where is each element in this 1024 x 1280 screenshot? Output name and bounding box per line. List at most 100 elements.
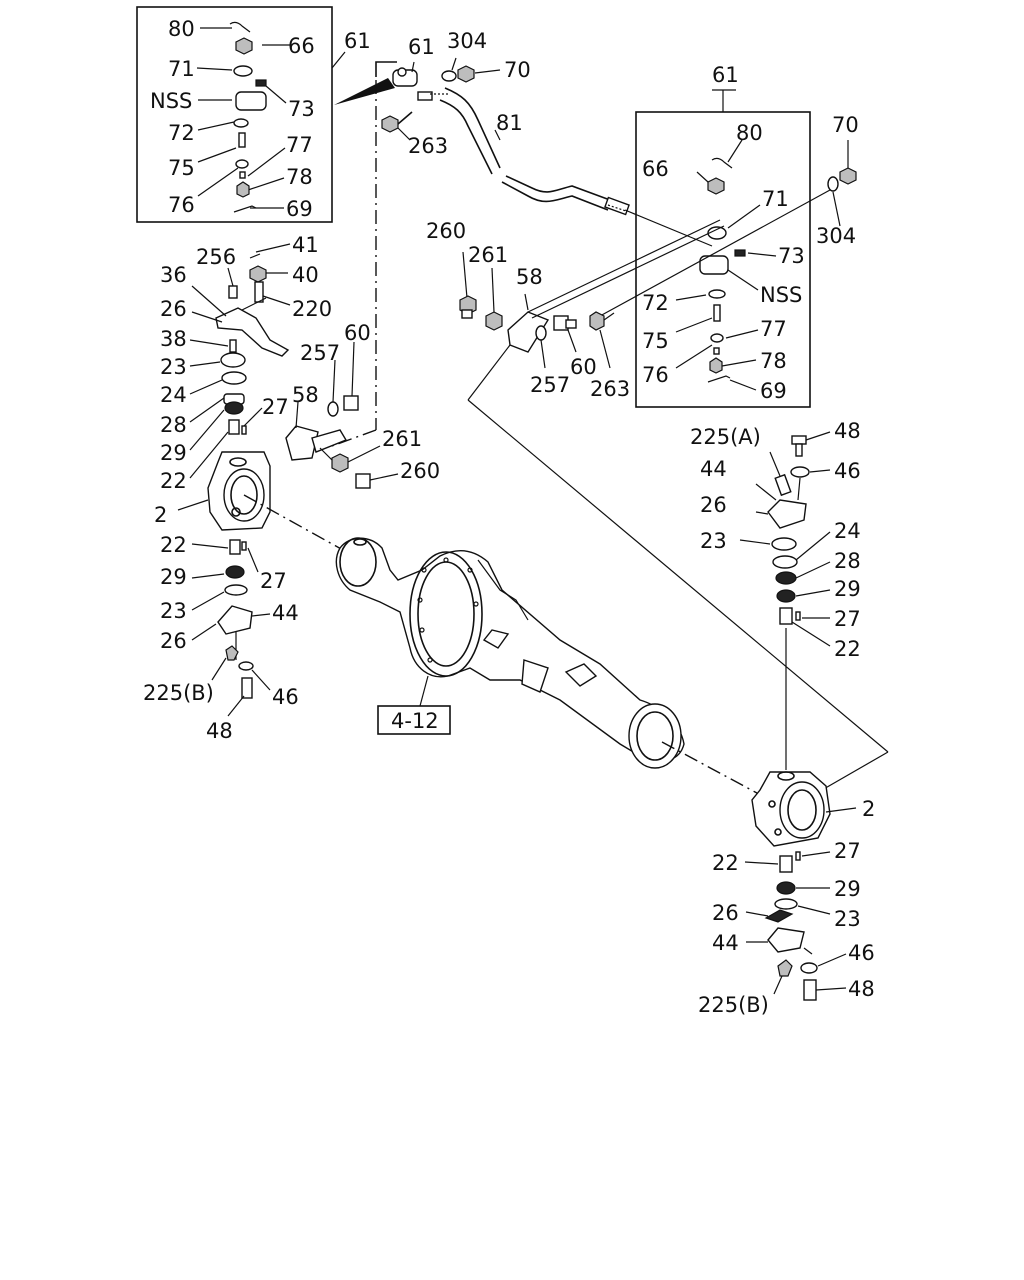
label-80: 80 xyxy=(168,17,195,41)
label-44-right-lower: 44 xyxy=(712,931,739,955)
grease-nipple-icon xyxy=(255,79,267,87)
label-22: 22 xyxy=(160,469,187,493)
label-61-right: 61 xyxy=(712,63,739,87)
tie-rod-end-icon xyxy=(235,91,267,111)
steering-knuckle-left xyxy=(177,451,271,531)
label-nss-right: NSS xyxy=(760,283,802,307)
label-73: 73 xyxy=(288,97,315,121)
tie-rod-assembly xyxy=(392,67,713,247)
label-46-right-lower: 46 xyxy=(848,941,875,965)
reference-box-label: 4-12 xyxy=(391,709,439,733)
label-71: 71 xyxy=(168,57,195,81)
left-kingpin-lower-stack xyxy=(191,539,271,717)
label-263: 263 xyxy=(408,134,448,158)
label-23-lower: 23 xyxy=(160,599,187,623)
castle-nut-icon xyxy=(235,37,253,55)
label-77: 77 xyxy=(286,133,313,157)
label-23: 23 xyxy=(160,355,187,379)
label-24-right: 24 xyxy=(834,519,861,543)
reference-box xyxy=(377,705,451,735)
seal-icon xyxy=(233,65,253,77)
label-22-lower: 22 xyxy=(160,533,187,557)
label-70: 70 xyxy=(504,58,531,82)
label-29-lower: 29 xyxy=(160,565,187,589)
label-27-right-lower: 27 xyxy=(834,839,861,863)
label-48-right: 48 xyxy=(834,419,861,443)
label-81: 81 xyxy=(496,111,523,135)
label-22-right: 22 xyxy=(834,637,861,661)
label-260-top: 260 xyxy=(426,219,466,243)
label-66-right: 66 xyxy=(642,157,669,181)
label-26-lower: 26 xyxy=(160,629,187,653)
label-23-right: 23 xyxy=(700,529,727,553)
label-304: 304 xyxy=(447,29,487,53)
label-225b: 225(B) xyxy=(143,681,214,705)
label-80-right: 80 xyxy=(736,121,763,145)
tie-rod-end-detail-box-left xyxy=(136,6,346,223)
label-44-lower: 44 xyxy=(272,601,299,625)
detail-pointer-left xyxy=(334,78,395,105)
label-70-right: 70 xyxy=(832,113,859,137)
label-29: 29 xyxy=(160,441,187,465)
nut-70-icon xyxy=(457,65,475,83)
label-41: 41 xyxy=(292,233,319,257)
label-27-right: 27 xyxy=(834,607,861,631)
label-78: 78 xyxy=(286,165,313,189)
label-257: 257 xyxy=(300,341,340,365)
ball-stud-icon xyxy=(238,132,246,148)
label-27-lower: 27 xyxy=(260,569,287,593)
label-261: 261 xyxy=(382,427,422,451)
label-38: 38 xyxy=(160,327,187,351)
label-256: 256 xyxy=(196,245,236,269)
label-2: 2 xyxy=(154,503,167,527)
label-2-right: 2 xyxy=(862,797,875,821)
label-61: 61 xyxy=(344,29,371,53)
label-304-right: 304 xyxy=(816,224,856,248)
left-kingpin-upper-stack xyxy=(189,243,291,479)
steering-knuckle-right xyxy=(751,771,857,847)
label-26-right: 26 xyxy=(700,493,727,517)
label-69: 69 xyxy=(286,197,313,221)
label-60: 60 xyxy=(344,321,371,345)
label-76: 76 xyxy=(168,193,195,217)
label-77-right: 77 xyxy=(760,317,787,341)
label-23-right-lower: 23 xyxy=(834,907,861,931)
label-220: 220 xyxy=(292,297,332,321)
label-48-right-lower: 48 xyxy=(848,977,875,1001)
right-kingpin-lower-stack xyxy=(744,851,847,1001)
label-26-right-lower: 26 xyxy=(712,901,739,925)
label-58: 58 xyxy=(292,383,319,407)
label-78-right: 78 xyxy=(760,349,787,373)
label-46-lower: 46 xyxy=(272,685,299,709)
label-225b-right: 225(B) xyxy=(698,993,769,1017)
label-40: 40 xyxy=(292,263,319,287)
washer-304-icon xyxy=(441,70,457,82)
knuckle-arm-upper-right xyxy=(459,219,725,369)
label-44-right: 44 xyxy=(700,457,727,481)
cotter-pin-icon xyxy=(229,21,251,33)
label-73-right: 73 xyxy=(778,244,805,268)
label-27: 27 xyxy=(262,395,289,419)
right-kingpin-upper-stack xyxy=(739,431,831,770)
steering-arm-left xyxy=(285,341,399,489)
axle-housing xyxy=(335,537,685,769)
label-58-top: 58 xyxy=(516,265,543,289)
label-76-right: 76 xyxy=(642,363,669,387)
label-29-right-lower: 29 xyxy=(834,877,861,901)
label-28: 28 xyxy=(160,413,187,437)
label-71-right: 71 xyxy=(762,187,789,211)
tie-rod-end-detail-box-right xyxy=(635,89,811,408)
label-72: 72 xyxy=(168,121,195,145)
label-48-lower: 48 xyxy=(206,719,233,743)
label-22-right-lower: 22 xyxy=(712,851,739,875)
steering-knuckle-arm-icon xyxy=(215,307,290,357)
label-26: 26 xyxy=(160,297,187,321)
label-60-mid: 60 xyxy=(570,355,597,379)
label-24: 24 xyxy=(160,383,187,407)
label-257-mid: 257 xyxy=(530,373,570,397)
label-61-pipe: 61 xyxy=(408,35,435,59)
label-46-right: 46 xyxy=(834,459,861,483)
label-29-right: 29 xyxy=(834,577,861,601)
label-260: 260 xyxy=(400,459,440,483)
